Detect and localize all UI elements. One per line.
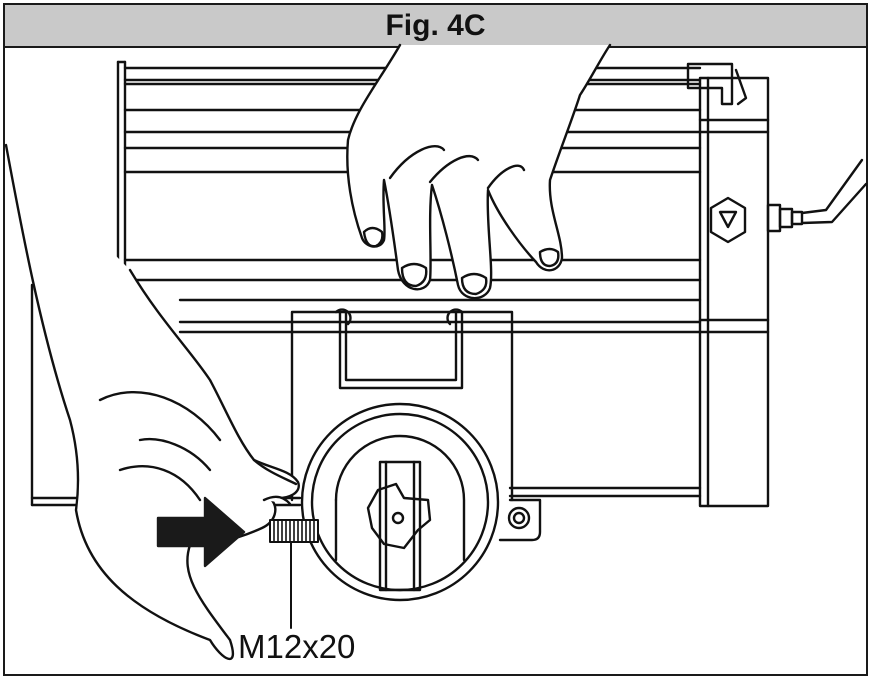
end-block	[686, 62, 770, 508]
bolt-icon	[498, 498, 542, 542]
mounting-bracket	[290, 308, 514, 502]
triangle-warning-icon	[709, 196, 747, 244]
cable-gland	[766, 158, 868, 233]
motor-flange	[300, 402, 500, 602]
screw	[269, 519, 319, 543]
push-arrow-icon	[156, 496, 246, 568]
lower-hand	[4, 143, 300, 661]
figure-title: Fig. 4C	[385, 8, 486, 42]
upper-hand	[346, 43, 612, 300]
figure-title-bar: Fig. 4C	[5, 5, 866, 48]
screw-callout-label: M12x20	[238, 628, 356, 665]
